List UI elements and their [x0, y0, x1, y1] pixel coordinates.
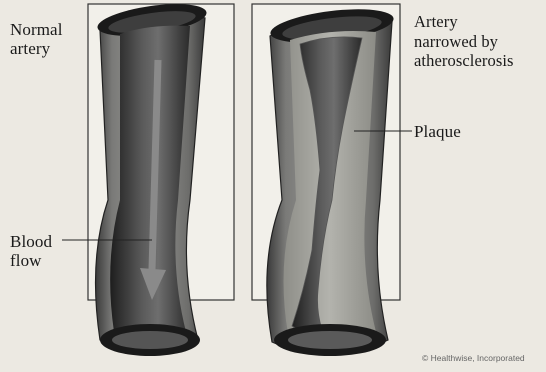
blood-flow-label: Blood flow: [10, 232, 52, 270]
plaque-label: Plaque: [414, 122, 461, 141]
normal-artery-label: Normal artery: [10, 20, 63, 58]
copyright-credit: © Healthwise, Incorporated: [422, 353, 525, 363]
narrowed-artery-label: Artery narrowed by atherosclerosis: [414, 12, 514, 71]
